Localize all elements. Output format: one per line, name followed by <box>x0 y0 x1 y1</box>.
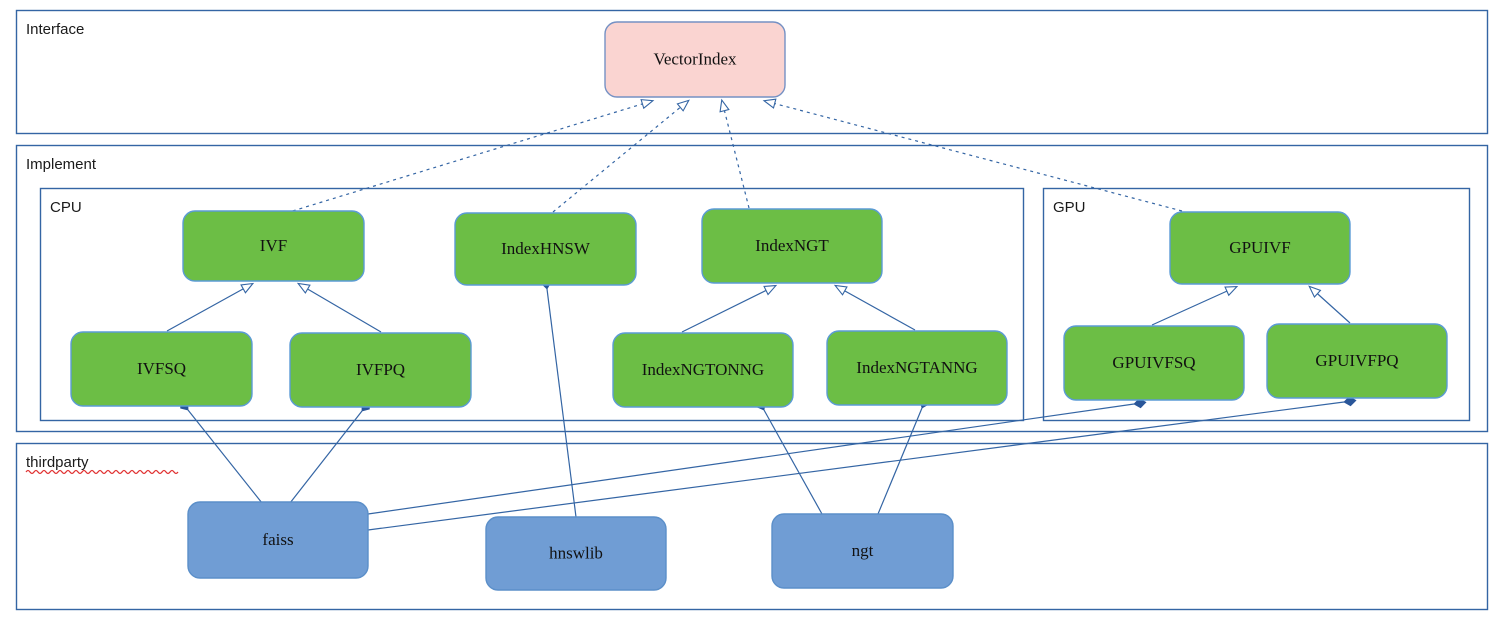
node-label-gpuivf: GPUIVF <box>1229 238 1290 257</box>
node-box-gpuivfpq[interactable] <box>1266 323 1448 399</box>
edge-faiss-to-ivfsq <box>180 400 263 504</box>
container-border-cpu <box>39 187 1025 422</box>
node-ivf[interactable]: IVF <box>182 210 365 282</box>
container-border-interface <box>15 9 1489 135</box>
node-label-hnswlib: hnswlib <box>549 543 603 562</box>
container-label-thirdparty: thirdparty <box>26 454 89 471</box>
node-box-ivf[interactable] <box>182 210 365 282</box>
node-indexngt[interactable]: IndexNGT <box>701 208 883 284</box>
node-box-ngt[interactable] <box>771 513 954 589</box>
edge-hnswlib-to-indexhnsw <box>541 276 577 518</box>
node-label-indexngtanng: IndexNGTANNG <box>856 358 977 377</box>
node-box-ivfpq[interactable] <box>289 332 472 408</box>
container-label-implement: Implement <box>26 156 97 173</box>
node-ivfsq[interactable]: IVFSQ <box>70 331 253 407</box>
container-cpu: CPU <box>39 187 1025 422</box>
node-gpuivfsq[interactable]: GPUIVFSQ <box>1063 325 1245 401</box>
node-box-indexngt[interactable] <box>701 208 883 284</box>
edge-faiss-to-gpuivfpq <box>367 396 1357 531</box>
node-indexhnsw[interactable]: IndexHNSW <box>454 212 637 286</box>
container-thirdparty: thirdparty <box>15 442 1489 611</box>
edge-ngt-to-indexngtonng <box>756 398 823 515</box>
node-label-indexngt: IndexNGT <box>755 236 829 255</box>
node-label-ivfpq: IVFPQ <box>356 360 405 379</box>
node-label-gpuivfsq: GPUIVFSQ <box>1112 353 1195 372</box>
node-box-gpuivfsq[interactable] <box>1063 325 1245 401</box>
node-label-faiss: faiss <box>262 530 293 549</box>
node-label-indexngtonng: IndexNGTONNG <box>642 360 764 379</box>
container-gpu: GPU <box>1042 187 1471 422</box>
edges-layer <box>166 98 1357 531</box>
node-gpuivfpq[interactable]: GPUIVFPQ <box>1266 323 1448 399</box>
edge-ivf-to-vectorindex <box>285 99 655 214</box>
edge-ivfsq-to-ivf <box>166 282 255 332</box>
edge-gpuivfpq-to-gpuivf <box>1308 285 1351 324</box>
node-box-faiss[interactable] <box>187 501 369 579</box>
container-label-interface: Interface <box>26 21 84 38</box>
edge-indexngtanng-to-indexngt <box>833 284 916 331</box>
node-label-ivf: IVF <box>260 236 287 255</box>
node-box-hnswlib[interactable] <box>485 516 667 591</box>
container-implement: Implement <box>15 144 1489 433</box>
node-label-ngt: ngt <box>852 541 874 560</box>
container-label-gpu: GPU <box>1053 199 1086 216</box>
node-label-indexhnsw: IndexHNSW <box>501 239 591 258</box>
node-box-ivfsq[interactable] <box>70 331 253 407</box>
node-label-gpuivfpq: GPUIVFPQ <box>1315 351 1398 370</box>
edge-ivfpq-to-ivf <box>296 282 382 333</box>
node-label-vectorindex: VectorIndex <box>653 49 737 68</box>
node-indexngtanng[interactable]: IndexNGTANNG <box>826 330 1008 406</box>
edge-ngt-to-indexngtanng <box>877 396 930 515</box>
edge-indexngtonng-to-indexngt <box>681 284 778 333</box>
node-box-indexngtanng[interactable] <box>826 330 1008 406</box>
node-box-gpuivf[interactable] <box>1169 211 1351 285</box>
edge-faiss-to-ivfpq <box>289 401 370 504</box>
container-label-cpu: CPU <box>50 199 82 216</box>
node-gpuivf[interactable]: GPUIVF <box>1169 211 1351 285</box>
container-border-gpu <box>1042 187 1471 422</box>
node-vectorindex[interactable]: VectorIndex <box>604 21 786 98</box>
edge-indexngt-to-vectorindex <box>719 98 750 209</box>
node-box-vectorindex[interactable] <box>604 21 786 98</box>
container-border-implement <box>15 144 1489 433</box>
edge-indexhnsw-to-vectorindex <box>552 99 690 213</box>
container-border-thirdparty <box>15 442 1489 611</box>
node-ngt[interactable]: ngt <box>771 513 954 589</box>
spellcheck-underline-icon <box>25 469 179 475</box>
node-box-indexhnsw[interactable] <box>454 212 637 286</box>
node-label-ivfsq: IVFSQ <box>137 359 186 378</box>
node-indexngtonng[interactable]: IndexNGTONNG <box>612 332 794 408</box>
edge-gpuivfsq-to-gpuivf <box>1151 285 1239 326</box>
node-box-indexngtonng[interactable] <box>612 332 794 408</box>
node-hnswlib[interactable]: hnswlib <box>485 516 667 591</box>
node-faiss[interactable]: faiss <box>187 501 369 579</box>
edge-gpuivf-to-vectorindex <box>762 98 1183 212</box>
edge-faiss-to-gpuivfsq <box>367 398 1147 515</box>
container-interface: Interface <box>15 9 1489 135</box>
node-ivfpq[interactable]: IVFPQ <box>289 332 472 408</box>
